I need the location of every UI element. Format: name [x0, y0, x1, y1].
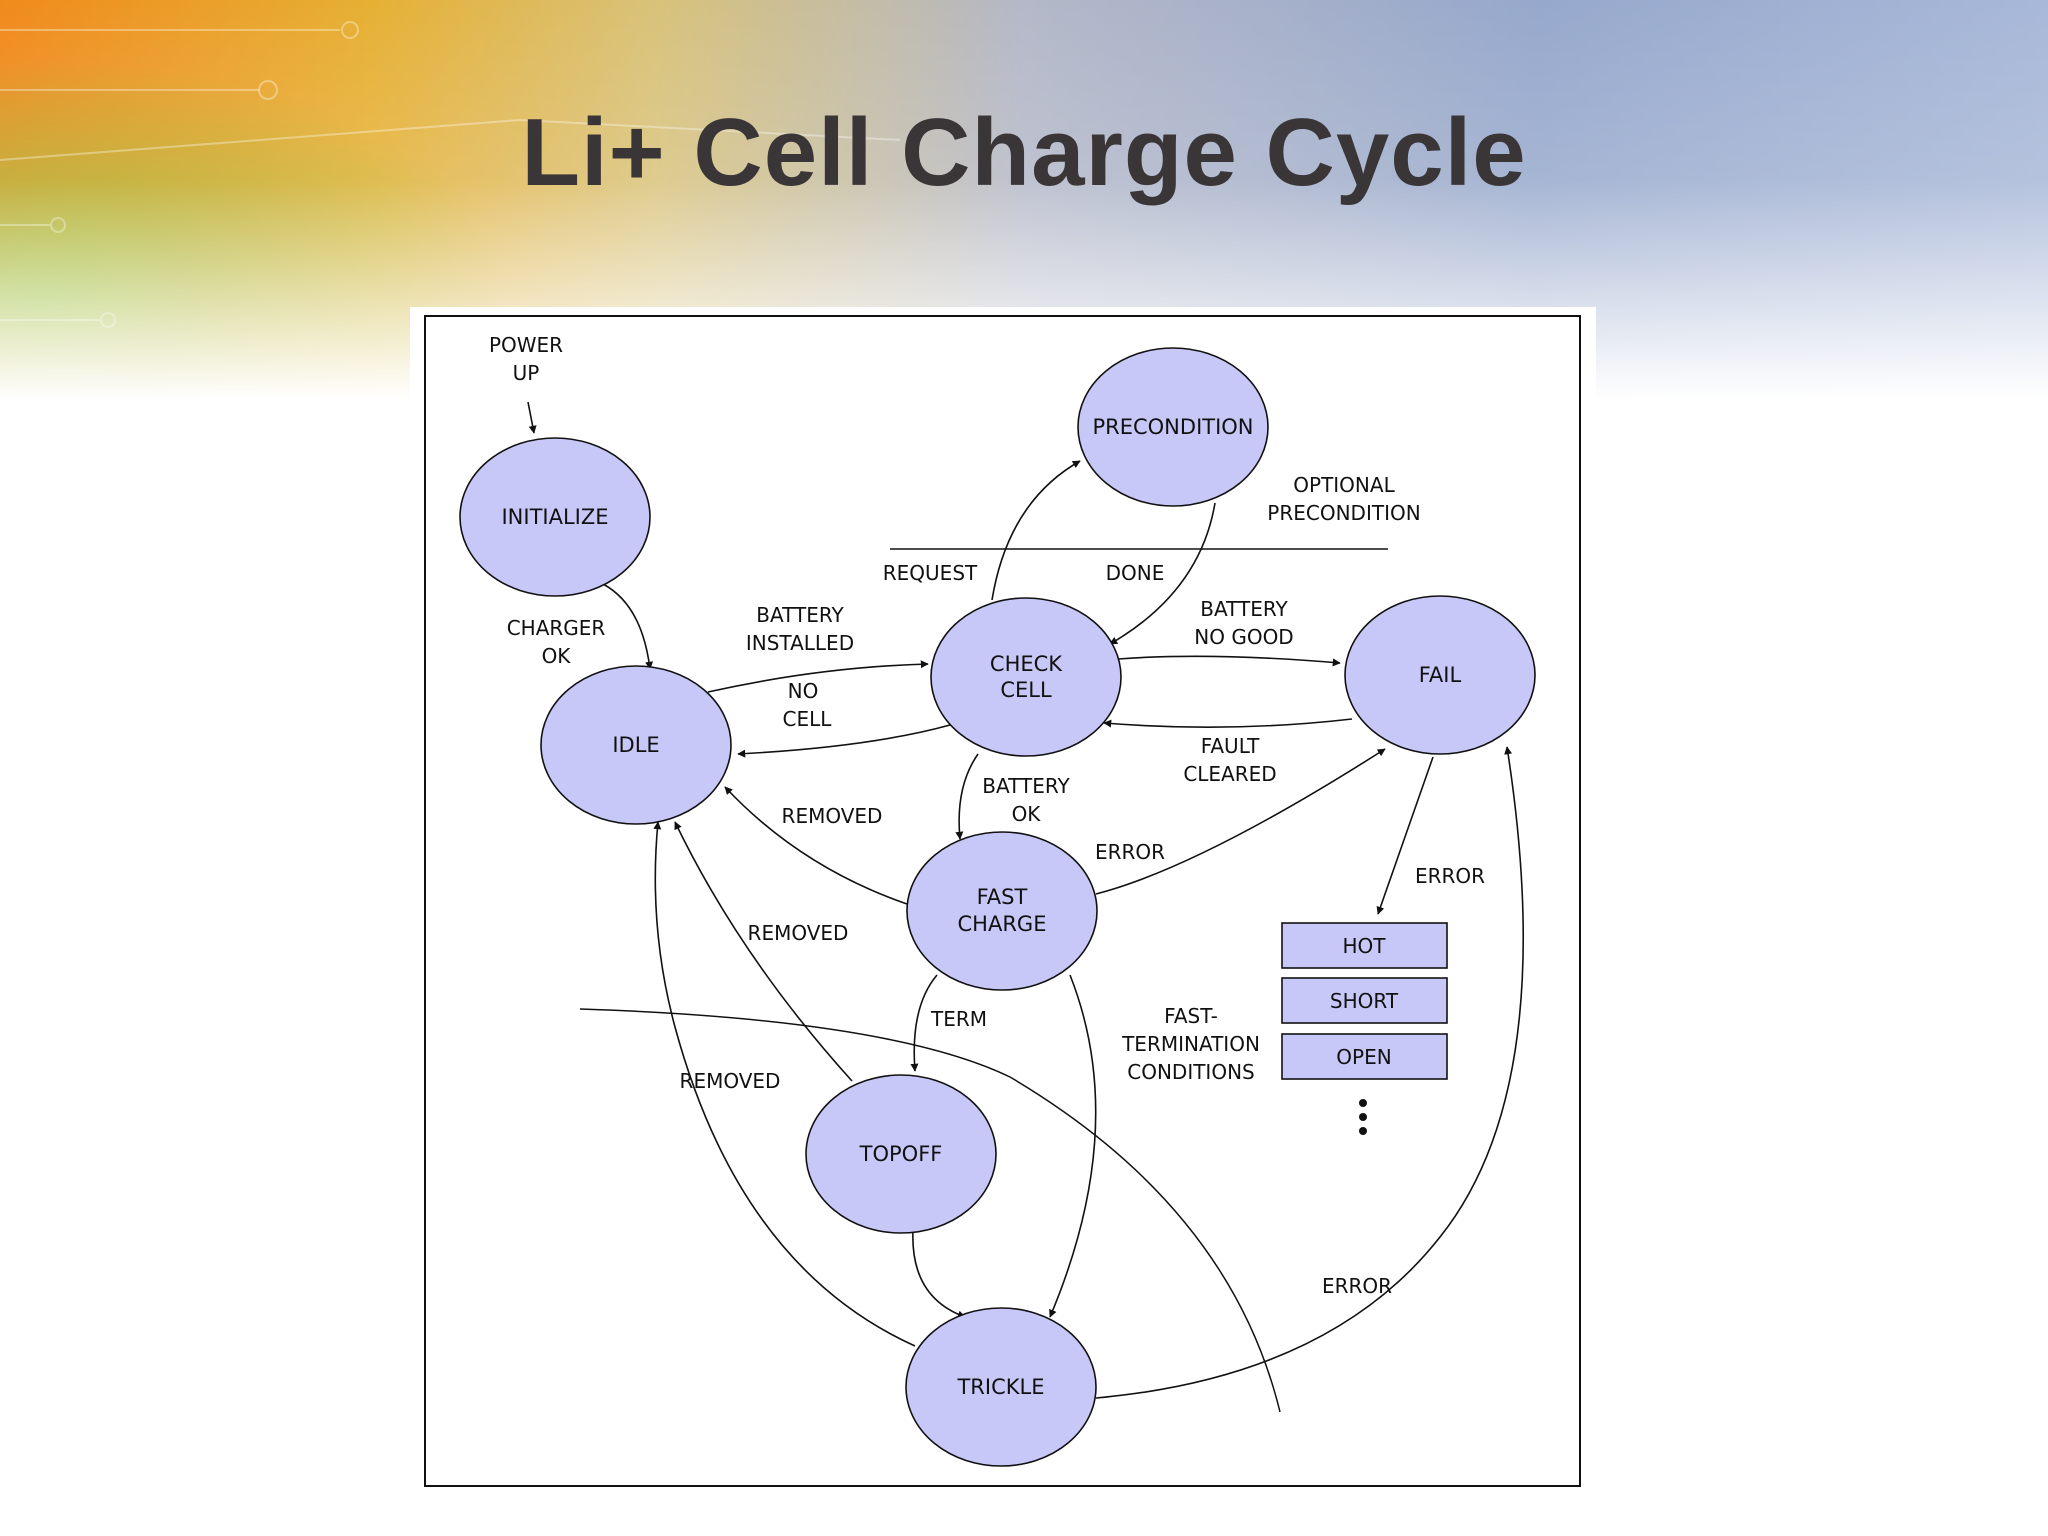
- edge-trickle-idle: [653, 821, 916, 1347]
- edge-trickle-fail: [1095, 746, 1525, 1399]
- edge-topoff-trickle: [912, 1229, 966, 1319]
- label-no-cell-1: NO: [788, 679, 819, 703]
- state-label-initialize: INITIALIZE: [501, 505, 608, 529]
- state-fail: [1344, 595, 1536, 755]
- edge-fastcharge-idle: [724, 786, 908, 905]
- label-power-up-2: UP: [513, 361, 540, 385]
- state-label-charge: CHARGE: [958, 912, 1047, 936]
- edge-power-up: [527, 401, 537, 434]
- state-label-trickle: TRICKLE: [956, 1375, 1044, 1399]
- more-errors-dot: [1359, 1099, 1367, 1107]
- error-label-short: SHORT: [1330, 989, 1399, 1013]
- label-battery-installed-1: BATTERY: [756, 603, 844, 627]
- label-removed-topoff: REMOVED: [748, 921, 849, 945]
- error-label-open: OPEN: [1336, 1045, 1391, 1069]
- state-topoff: [805, 1074, 997, 1234]
- label-charger-ok-1: CHARGER: [507, 616, 606, 640]
- label-battery-ok-2: OK: [1012, 802, 1042, 826]
- label-term: TERM: [930, 1007, 987, 1031]
- state-idle: [540, 665, 732, 825]
- more-errors-dot: [1359, 1113, 1367, 1121]
- label-power-up-1: POWER: [489, 333, 563, 357]
- label-battery-no-good-2: NO GOOD: [1194, 625, 1293, 649]
- edge-checkcell-precondition: [991, 460, 1081, 601]
- edge-checkcell-fastcharge: [955, 753, 979, 840]
- edge-checkcell-idle: [737, 724, 951, 758]
- edge-initialize-idle: [602, 583, 654, 670]
- edge-idle-checkcell: [707, 660, 929, 693]
- edge-fastcharge-fail: [1095, 748, 1386, 895]
- label-error-trickle: ERROR: [1322, 1274, 1392, 1298]
- state-label-cell: CELL: [1000, 678, 1052, 702]
- fast-termination-divider: [579, 1008, 1281, 1413]
- edge-fail-error: [1376, 756, 1434, 915]
- label-removed-fast: REMOVED: [782, 804, 883, 828]
- edge-precondition-checkcell: [1109, 502, 1216, 645]
- state-label-idle: IDLE: [612, 733, 659, 757]
- error-box-hot: [1281, 922, 1448, 969]
- error-box-short: [1281, 977, 1448, 1024]
- diagram-frame: [424, 315, 1581, 1487]
- state-fast-charge: [906, 831, 1098, 991]
- edge-fastcharge-trickle: [1049, 974, 1097, 1318]
- label-done: DONE: [1106, 561, 1165, 585]
- label-removed-trickle: REMOVED: [680, 1069, 781, 1093]
- state-check-cell: [930, 597, 1122, 757]
- state-initialize: [459, 437, 651, 597]
- label-battery-ok-1: BATTERY: [982, 774, 1070, 798]
- state-label-topoff: TOPOFF: [859, 1142, 943, 1166]
- label-fast-termination-3: CONDITIONS: [1127, 1060, 1254, 1084]
- edge-topoff-idle: [674, 821, 853, 1082]
- label-battery-installed-2: INSTALLED: [746, 631, 854, 655]
- state-label-check: CHECK: [990, 652, 1063, 676]
- label-error-fast: ERROR: [1095, 840, 1165, 864]
- label-request: REQUEST: [883, 561, 978, 585]
- label-battery-no-good-1: BATTERY: [1200, 597, 1288, 621]
- label-fast-termination-1: FAST-: [1164, 1004, 1218, 1028]
- label-no-cell-2: CELL: [783, 707, 833, 731]
- error-box-open: [1281, 1033, 1448, 1080]
- state-trickle: [905, 1307, 1097, 1467]
- state-label-precondition: PRECONDITION: [1092, 415, 1253, 439]
- label-charger-ok-2: OK: [542, 644, 572, 668]
- error-label-hot: HOT: [1343, 934, 1387, 958]
- edge-fail-checkcell: [1103, 718, 1353, 728]
- more-errors-dot: [1359, 1127, 1367, 1135]
- label-error-fail: ERROR: [1415, 864, 1485, 888]
- label-optional-precondition-2: PRECONDITION: [1267, 501, 1420, 525]
- label-fast-termination-2: TERMINATION: [1121, 1032, 1260, 1056]
- label-fault-cleared-2: CLEARED: [1183, 762, 1276, 786]
- edge-fastcharge-topoff: [910, 974, 938, 1072]
- label-fault-cleared-1: FAULT: [1201, 734, 1260, 758]
- state-label-fail: FAIL: [1419, 663, 1462, 687]
- slide-title: Li+ Cell Charge Cycle: [521, 99, 1527, 206]
- state-precondition: [1077, 347, 1269, 507]
- state-label-fast: FAST: [977, 885, 1028, 909]
- edge-checkcell-fail: [1117, 655, 1341, 667]
- label-optional-precondition-1: OPTIONAL: [1293, 473, 1395, 497]
- state-diagram: PRECONDITION INITIALIZE IDLE CHECK CELL …: [410, 307, 1596, 1507]
